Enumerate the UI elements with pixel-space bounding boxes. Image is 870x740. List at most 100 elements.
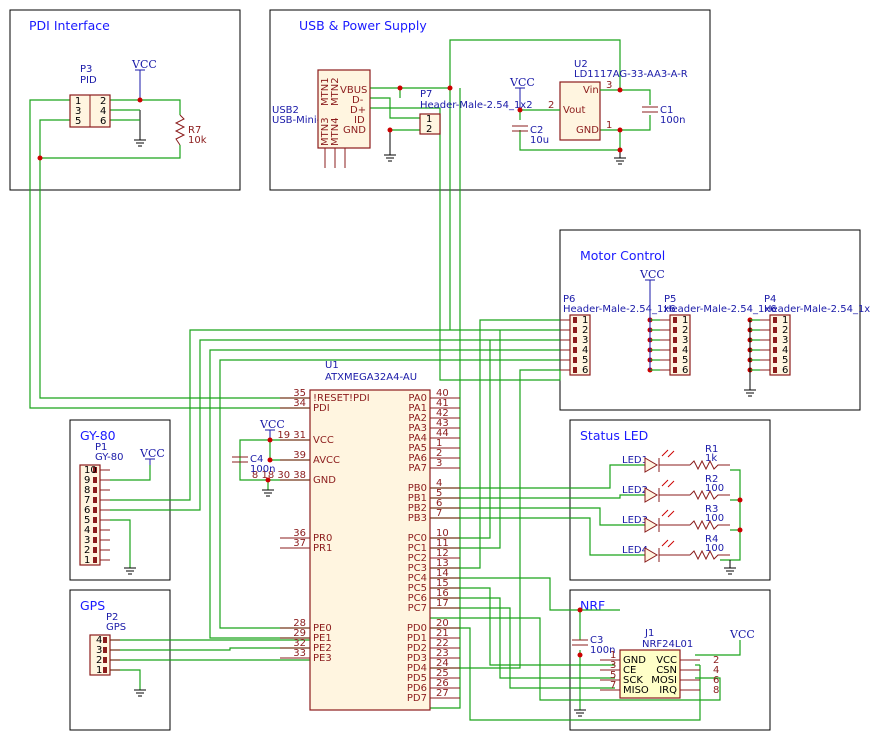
svg-text:100n: 100n [250, 464, 275, 475]
p1-pin-num: 3 [84, 535, 90, 546]
j1-pin-num: 5 [610, 670, 616, 681]
ground-icon [574, 709, 586, 717]
header-pin-num: 5 [682, 355, 688, 366]
svg-text:VCC: VCC [639, 268, 665, 281]
j1-pin-num: 1 [610, 650, 616, 661]
u1-pin-num: 8 18 30 38 [252, 470, 306, 481]
u1-pin-name: PA3 [408, 423, 427, 434]
svg-text:U1: U1 [325, 360, 339, 371]
header-pin-num: 4 [582, 345, 588, 356]
motor-title: Motor Control [580, 248, 665, 263]
u1-pin-name: PA6 [408, 453, 427, 464]
header-pin-num: 6 [682, 365, 688, 376]
p3-pin2: 2 [100, 96, 106, 107]
vcc-symbol-mcu: VCC [259, 418, 285, 440]
svg-text:P4: P4 [764, 294, 776, 305]
p4-header: P4 Header-Male-2.54_1x6 [764, 294, 870, 376]
u1-pin-name: PD2 [407, 643, 427, 654]
p1-pin-num: 6 [84, 505, 90, 516]
ground-icon [262, 489, 274, 497]
svg-text:GPS: GPS [106, 622, 126, 633]
header-pin-num: 5 [782, 355, 788, 366]
p5-header: P5 Header-Male-2.54_1x6 [664, 294, 777, 376]
gps-title: GPS [80, 598, 105, 613]
u1-pin-name: PD3 [407, 653, 427, 664]
svg-text:C4: C4 [250, 454, 263, 465]
u1-pin-name: PE3 [313, 653, 332, 664]
u1-pin-num: 44 [436, 428, 449, 439]
svg-text:P6: P6 [563, 294, 575, 305]
u1-pin-num: 23 [436, 648, 449, 659]
svg-text:P5: P5 [664, 294, 676, 305]
u1-pin-name: GND [313, 475, 336, 486]
u1-pin-name: PE1 [313, 633, 332, 644]
u1-pin-num: 21 [436, 628, 449, 639]
header-pin-num: 2 [782, 325, 788, 336]
p3-ref: P3 [80, 64, 92, 75]
pdi-frame [9, 9, 241, 191]
led-ref: LED2 [622, 485, 648, 496]
svg-text:Vin: Vin [583, 85, 599, 96]
p3-pin6: 6 [100, 116, 106, 127]
svg-text:VCC: VCC [131, 58, 157, 71]
usb2-connector: USB2 USB-Mini-2 VBUS D- D+ ID GND MTN1 M… [272, 69, 371, 168]
svg-text:MTN2: MTN2 [330, 77, 341, 106]
u1-pin-num: 20 [436, 618, 449, 629]
u1-pin-name: PC0 [408, 533, 427, 544]
u1-pin-num: 1 [436, 438, 442, 449]
u1-pin-name: PA2 [408, 413, 427, 424]
svg-text:1: 1 [606, 120, 612, 131]
u1-pin-num: 7 [436, 508, 442, 519]
p7-header: P7 Header-Male-2.54_1x2 1 2 [419, 89, 533, 135]
j1-pin-num: 7 [610, 680, 616, 691]
u1-pin-name: PC6 [408, 593, 427, 604]
svg-text:Header-Male-2.54_1x6: Header-Male-2.54_1x6 [563, 304, 676, 315]
p3-connector: P3 PID 1 2 3 4 5 6 [69, 64, 111, 128]
vcc-symbol-usb: VCC [509, 76, 535, 110]
header-pin-num: 2 [582, 325, 588, 336]
u1-pin-name: PC4 [408, 573, 427, 584]
u1-pin-name: PB1 [408, 493, 427, 504]
u1-pin-num: 32 [293, 638, 306, 649]
resistor-ref: R1 [705, 444, 718, 455]
u1-pin-num: 19 31 [277, 430, 306, 441]
nrf-title: NRF [580, 598, 605, 613]
u1-pin-num: 24 [436, 658, 449, 669]
u1-pin-name: AVCC [313, 455, 340, 466]
svg-text:Header-Male-2.54_1x6: Header-Male-2.54_1x6 [764, 304, 870, 315]
usb2-vbus: VBUS [340, 85, 367, 96]
j1-pin-name: MISO [623, 685, 649, 696]
p7-ref: P7 [420, 89, 432, 100]
c2-capacitor: C2 10u [512, 125, 549, 146]
u1-pin-num: 33 [293, 648, 306, 659]
gy80-title: GY-80 [80, 428, 116, 443]
u1-pin-num: 12 [436, 548, 449, 559]
u1-pin-name: PB3 [408, 513, 427, 524]
u2-val: LD1117AG-33-AA3-A-R [574, 69, 688, 80]
usb-frame [269, 9, 711, 191]
r7-val: 10k [188, 135, 207, 146]
u1-pin-name: PA5 [408, 443, 427, 454]
resistor-ref: R2 [705, 474, 718, 485]
p1-pin-num: 10 [84, 465, 97, 476]
usb2-dminus: D- [352, 95, 364, 106]
usb2-dplus: D+ [350, 105, 366, 116]
resistor-ref: R3 [705, 504, 718, 515]
p1-pin-num: 7 [84, 495, 90, 506]
u1-pin-num: 39 [293, 450, 306, 461]
svg-text:VCC: VCC [509, 76, 535, 89]
header-pin-num: 4 [782, 345, 788, 356]
j1-pin-name: CE [623, 665, 636, 676]
u1-pin-name: PC3 [408, 563, 427, 574]
u1-pin-num: 35 [293, 388, 306, 399]
usb2-id: ID [354, 115, 365, 126]
svg-text:10u: 10u [530, 135, 549, 146]
u1-pin-name: PA1 [408, 403, 427, 414]
j1-pin-name: MOSI [651, 675, 677, 686]
ground-icon [724, 560, 736, 575]
